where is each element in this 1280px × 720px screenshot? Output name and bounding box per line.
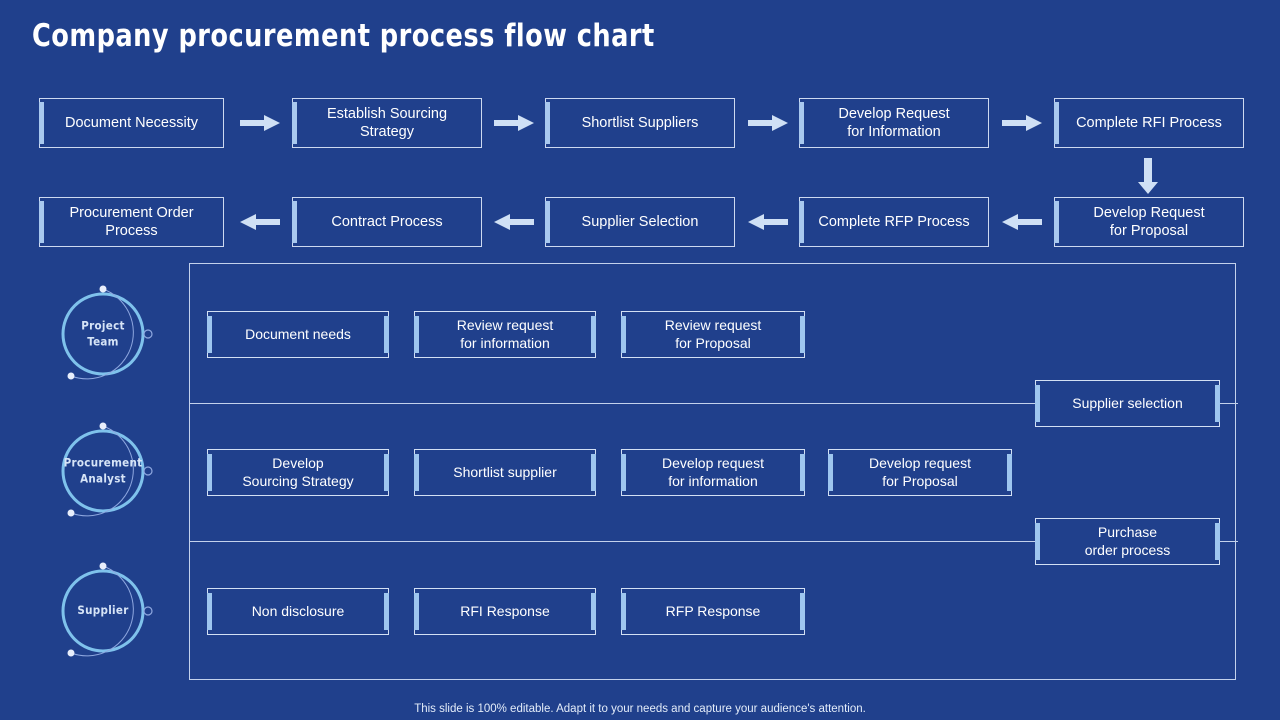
task-box-rfi-response[interactable]: RFI Response <box>414 588 596 635</box>
lane-divider-2 <box>190 541 1235 542</box>
swimlane-container <box>189 263 1236 680</box>
arrow-right-icon-4 <box>1002 112 1042 134</box>
flow-box-shortlist-suppliers[interactable]: Shortlist Suppliers <box>545 98 735 148</box>
footer-note: This slide is 100% editable. Adapt it to… <box>414 703 866 715</box>
side-connector-right-purchase-order-process <box>1216 541 1238 542</box>
side-connector-right-supplier-selection <box>1216 403 1238 404</box>
side-connector-left-supplier-selection <box>1000 403 1040 404</box>
task-box-document-needs[interactable]: Document needs <box>207 311 389 358</box>
flow-box-supplier-selection[interactable]: Supplier Selection <box>545 197 735 247</box>
task-box-shortlist-supplier[interactable]: Shortlist supplier <box>414 449 596 496</box>
lane-divider-1 <box>190 403 1235 404</box>
arrow-right-icon-1 <box>240 112 280 134</box>
arrow-right-icon-2 <box>494 112 534 134</box>
flow-box-document-necessity[interactable]: Document Necessity <box>39 98 224 148</box>
flow-box-complete-rfp-process[interactable]: Complete RFP Process <box>799 197 989 247</box>
arrow-left-icon-4 <box>1002 211 1042 233</box>
arrow-down-icon <box>1136 158 1160 194</box>
side-box-supplier-selection[interactable]: Supplier selection <box>1035 380 1220 427</box>
arrow-left-icon-2 <box>494 211 534 233</box>
arrow-left-icon-3 <box>748 211 788 233</box>
arrow-left-icon-1 <box>240 211 280 233</box>
arrow-right-icon-3 <box>748 112 788 134</box>
flow-box-contract-process[interactable]: Contract Process <box>292 197 482 247</box>
side-connector-left-purchase-order-process <box>1000 541 1040 542</box>
task-box-rfp-response[interactable]: RFP Response <box>621 588 805 635</box>
role-badge-supplier[interactable]: Supplier <box>51 559 155 663</box>
task-box-non-disclosure[interactable]: Non disclosure <box>207 588 389 635</box>
flow-box-complete-rfi-process[interactable]: Complete RFI Process <box>1054 98 1244 148</box>
page-title: Company procurement process flow chart <box>32 18 655 54</box>
